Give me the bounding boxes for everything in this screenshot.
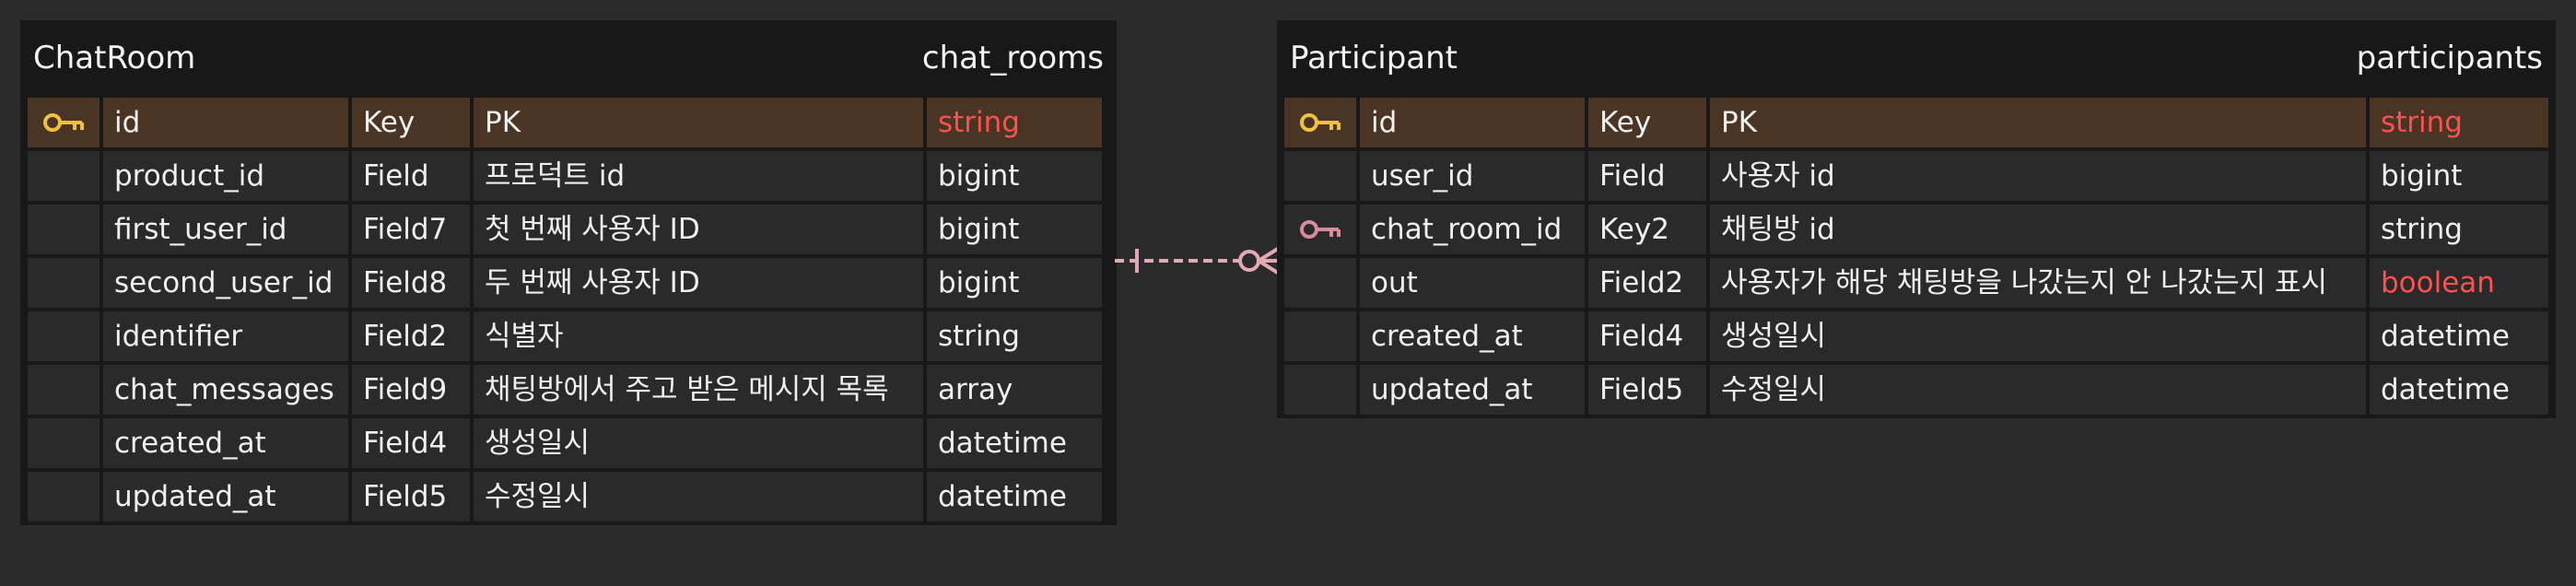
field-name: user_id (1360, 151, 1585, 201)
field-description: 채팅방에서 주고 받은 메시지 목록 (474, 365, 923, 415)
field-type: datetime (927, 472, 1102, 522)
entity-header: Participant participants (1277, 20, 2556, 98)
field-key: Field4 (352, 418, 470, 468)
field-name: second_user_id (103, 258, 348, 308)
field-description: 채팅방 id (1710, 205, 2366, 254)
field-key: Key2 (1588, 205, 1706, 254)
field-name: identifier (103, 311, 348, 361)
field-name: chat_messages (103, 365, 348, 415)
key-cell (28, 365, 100, 415)
field-key: Field2 (1588, 258, 1706, 308)
field-key: Field8 (352, 258, 470, 308)
field-type: datetime (2370, 365, 2548, 415)
field-name: product_id (103, 151, 348, 201)
field-key: Field7 (352, 205, 470, 254)
field-key: Field9 (352, 365, 470, 415)
field-description: 사용자가 해당 채팅방을 나갔는지 안 나갔는지 표시 (1710, 258, 2366, 308)
entity-chatroom[interactable]: ChatRoom chat_rooms id Key PK string pro… (20, 20, 1117, 525)
field-key: Key (1588, 98, 1706, 147)
key-cell (1284, 151, 1356, 201)
field-description: 두 번째 사용자 ID (474, 258, 923, 308)
field-name: id (1360, 98, 1585, 147)
key-cell (1284, 311, 1356, 361)
field-type: boolean (2370, 258, 2548, 308)
field-type: string (2370, 98, 2548, 147)
field-name: out (1360, 258, 1585, 308)
field-name: created_at (1360, 311, 1585, 361)
field-key: Field (352, 151, 470, 201)
field-description: 생성일시 (474, 418, 923, 468)
field-description: PK (474, 98, 923, 147)
key-cell (1284, 98, 1356, 147)
field-description: PK (1710, 98, 2366, 147)
foreign-key-icon (1300, 220, 1341, 239)
field-name: created_at (103, 418, 348, 468)
field-name: id (103, 98, 348, 147)
field-key: Field4 (1588, 311, 1706, 361)
key-cell (1284, 365, 1356, 415)
field-type: bigint (2370, 151, 2548, 201)
field-name: chat_room_id (1360, 205, 1585, 254)
entity-name: ChatRoom (33, 40, 196, 76)
key-cell (28, 472, 100, 522)
field-name: updated_at (103, 472, 348, 522)
field-key: Field2 (352, 311, 470, 361)
field-description: 수정일시 (1710, 365, 2366, 415)
field-key: Field5 (1588, 365, 1706, 415)
key-cell (28, 418, 100, 468)
field-type: bigint (927, 151, 1102, 201)
field-description: 프로덕트 id (474, 151, 923, 201)
zero-cardinality-mark (1238, 250, 1260, 272)
field-description: 첫 번째 사용자 ID (474, 205, 923, 254)
field-key: Key (352, 98, 470, 147)
entity-name: Participant (1290, 40, 1458, 76)
field-type: bigint (927, 205, 1102, 254)
key-cell (28, 205, 100, 254)
field-description: 생성일시 (1710, 311, 2366, 361)
table-name: participants (2356, 40, 2543, 76)
key-cell (1284, 258, 1356, 308)
key-cell (28, 98, 100, 147)
key-cell (1284, 205, 1356, 254)
key-cell (28, 151, 100, 201)
field-type: datetime (927, 418, 1102, 468)
primary-key-icon (43, 113, 84, 132)
field-description: 식별자 (474, 311, 923, 361)
table-name: chat_rooms (921, 40, 1104, 76)
field-name: first_user_id (103, 205, 348, 254)
field-type: string (927, 98, 1102, 147)
entity-participant[interactable]: Participant participants id Key PK strin… (1277, 20, 2556, 418)
field-description: 수정일시 (474, 472, 923, 522)
key-cell (28, 258, 100, 308)
field-type: datetime (2370, 311, 2548, 361)
field-type: array (927, 365, 1102, 415)
key-cell (28, 311, 100, 361)
field-type: bigint (927, 258, 1102, 308)
field-key: Field5 (352, 472, 470, 522)
entity-header: ChatRoom chat_rooms (20, 20, 1117, 98)
field-type: string (927, 311, 1102, 361)
field-name: updated_at (1360, 365, 1585, 415)
field-key: Field (1588, 151, 1706, 201)
field-description: 사용자 id (1710, 151, 2366, 201)
primary-key-icon (1300, 113, 1341, 132)
relationship-connector[interactable] (1115, 241, 1282, 280)
field-type: string (2370, 205, 2548, 254)
